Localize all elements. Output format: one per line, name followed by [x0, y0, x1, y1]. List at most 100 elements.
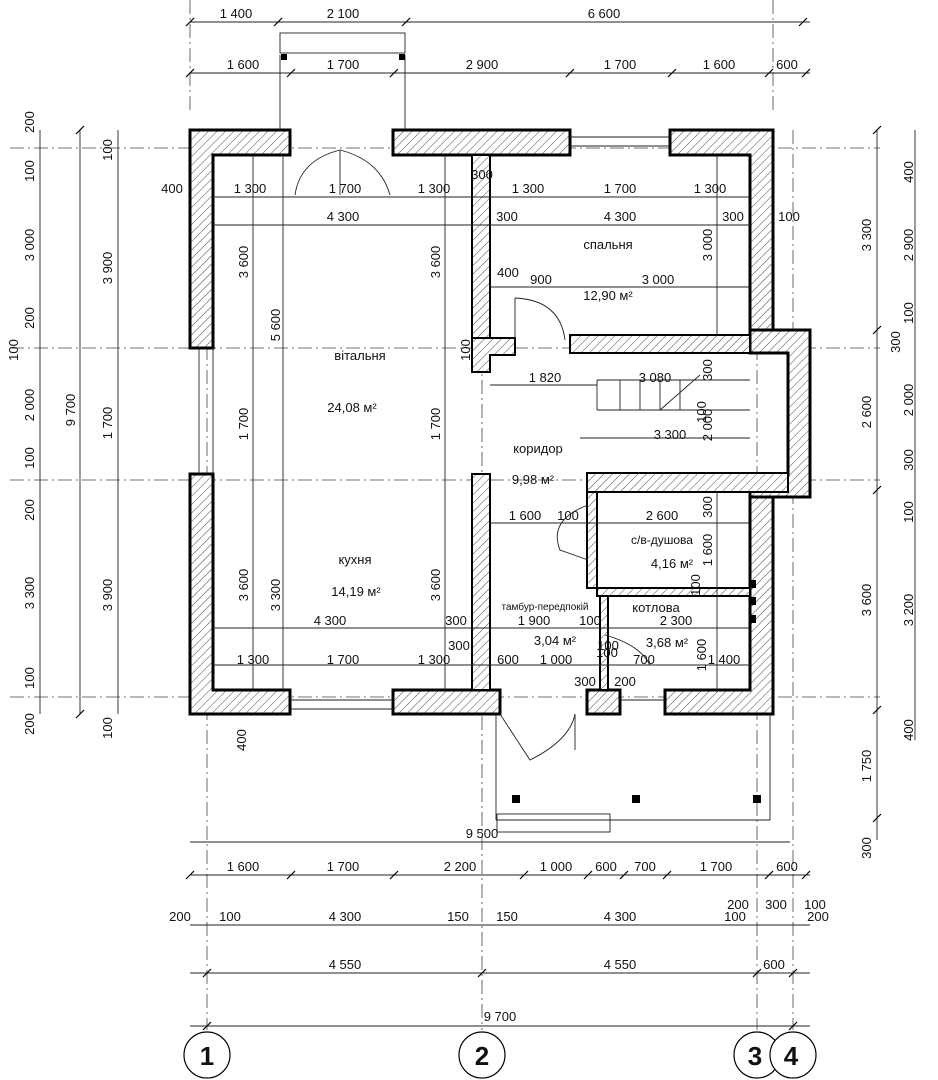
dim-int-29: 2 600	[646, 508, 679, 523]
dim-bottom2-4: 600	[595, 859, 617, 874]
dim-int-44: 1 700	[327, 652, 360, 667]
dim-int-37: 1 900	[518, 613, 551, 628]
dim-bottom2-3: 1 000	[540, 859, 573, 874]
dim-bottom3-3: 150	[447, 909, 469, 924]
dim-int-50: 1 400	[708, 652, 741, 667]
dim-bottom3-1: 100	[219, 909, 241, 924]
dim-top2-1: 1 700	[327, 57, 360, 72]
dimension-ticks	[75, 17, 882, 1031]
dim-bottom2-0: 1 600	[227, 859, 260, 874]
room-area-bedroom: 12,90 м²	[583, 288, 633, 303]
axis-markers: 1 2 3 4	[183, 1031, 817, 1079]
dim-int-36: 300	[445, 613, 467, 628]
dim-bottom2-5: 700	[634, 859, 656, 874]
room-area-boiler: 3,68 м²	[646, 635, 689, 650]
dim-left-mid-1: 3 900	[100, 252, 115, 285]
room-name-corridor: коридор	[513, 441, 563, 456]
dim-right2-6: 100	[901, 501, 916, 523]
dim-bottom3-0: 200	[169, 909, 191, 924]
dim-left-total: 9 700	[63, 394, 78, 427]
dim-int-1: 1 300	[234, 181, 267, 196]
dim-bottom2-2: 2 200	[444, 859, 477, 874]
dim-bottom4-1: 4 550	[604, 957, 637, 972]
dim-right2-7: 3 200	[901, 594, 916, 627]
dim-top2-4: 1 600	[703, 57, 736, 72]
dim-int-3: 1 300	[418, 181, 451, 196]
dim-right1-0: 3 300	[859, 219, 874, 252]
dim-int-45: 1 300	[418, 652, 451, 667]
room-area-vestibule: 3,04 м²	[534, 633, 577, 648]
dim-right2-8: 400	[901, 719, 916, 741]
dim-int-5: 1 300	[512, 181, 545, 196]
dim-int-0: 400	[161, 181, 183, 196]
dim-int-26: 1 700	[428, 408, 443, 441]
dim-int-38: 100	[579, 613, 601, 628]
dim-int-47: 1 000	[540, 652, 573, 667]
dim-top2-0: 1 600	[227, 57, 260, 72]
dim-left-outer-5: 2 000	[22, 389, 37, 422]
dimension-lines	[39, 21, 916, 1027]
dim-right1-3: 1 750	[859, 750, 874, 783]
dim-left-outer-8: 3 300	[22, 577, 37, 610]
dim-right1-2: 3 600	[859, 584, 874, 617]
dim-bottom3-2: 4 300	[329, 909, 362, 924]
dim-top2-3: 1 700	[604, 57, 637, 72]
dim-left-outer-7: 200	[22, 499, 37, 521]
dim-int-48: 100	[596, 645, 618, 660]
dim-int-2: 1 700	[329, 181, 362, 196]
dim-int-42: 1 600	[694, 639, 709, 672]
dim-right2-3: 300	[888, 331, 903, 353]
dim-left-outer-9: 100	[22, 667, 37, 689]
dim-right2-0: 400	[901, 161, 916, 183]
dim-int-12: 100	[778, 209, 800, 224]
room-name-kitchen: кухня	[338, 552, 371, 567]
dim-left-outer-0: 200	[22, 111, 37, 133]
dim-left-outer-3: 200	[22, 307, 37, 329]
dim-left-outer-6: 100	[22, 447, 37, 469]
dim-top2-5: 600	[776, 57, 798, 72]
interior-walls	[198, 136, 789, 710]
dim-int-8: 4 300	[327, 209, 360, 224]
dim-int-17: 400	[497, 265, 519, 280]
dim-right2-2: 100	[901, 302, 916, 324]
dim-int-51: 300	[574, 674, 596, 689]
dim-int-16: 3 000	[700, 229, 715, 262]
room-name-living: вітальня	[334, 348, 385, 363]
dim-int-9: 300	[496, 209, 518, 224]
exterior-walls	[188, 128, 812, 716]
dim-int-34: 3 600	[428, 569, 443, 602]
dim-int-53: 400	[234, 729, 249, 751]
dim-bottom3-9: 100	[804, 897, 826, 912]
dim-int-19: 3 000	[642, 272, 675, 287]
dim-int-56: 100	[694, 401, 709, 423]
dim-right1-4: 300	[859, 837, 874, 859]
dim-bottom3-10: 200	[807, 909, 829, 924]
dim-left-outer-10: 200	[22, 713, 37, 735]
dim-int-15: 3 600	[428, 246, 443, 279]
dim-right2-5: 300	[901, 449, 916, 471]
dim-int-23: 2 000	[700, 409, 715, 442]
dim-int-11: 300	[722, 209, 744, 224]
room-name-vestibule: тамбур-передпокій	[502, 601, 589, 613]
dim-bottom3-8: 300	[765, 897, 787, 912]
dim-bottom3-5: 4 300	[604, 909, 637, 924]
dim-int-25: 1 700	[236, 408, 251, 441]
dim-left-mid-4: 100	[100, 717, 115, 739]
dim-right2-1: 2 900	[901, 229, 916, 262]
room-name-bedroom: спальня	[583, 237, 632, 252]
dim-left-outer-2: 3 000	[22, 229, 37, 262]
dim-bottom4-0: 4 550	[329, 957, 362, 972]
dim-int-49: 700	[633, 652, 655, 667]
room-area-corridor: 9,98 м²	[512, 472, 555, 487]
dim-bottom3-4: 150	[496, 909, 518, 924]
dim-int-4: 300	[471, 167, 493, 182]
dim-int-40: 300	[448, 638, 470, 653]
room-area-living: 24,08 м²	[327, 400, 377, 415]
dim-bottom3-6: 100	[724, 909, 746, 924]
room-labels: вітальня 24,08 м² спальня 12,90 м² корид…	[327, 237, 693, 650]
dim-int-41: 100	[597, 638, 619, 653]
dim-bottom5: 9 700	[484, 1009, 517, 1024]
dim-left-mid-3: 3 900	[100, 579, 115, 612]
dim-left-mid-0: 100	[100, 139, 115, 161]
